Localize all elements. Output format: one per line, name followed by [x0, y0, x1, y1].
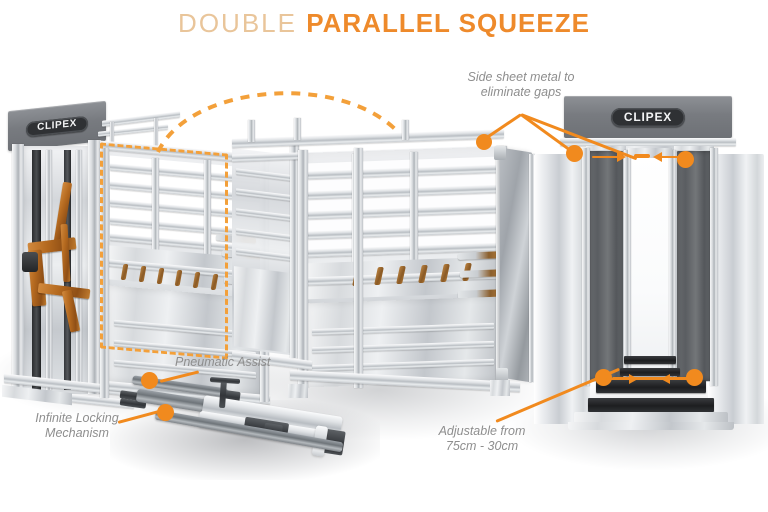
- callout-side-sheet-metal: Side sheet metal to eliminate gaps: [467, 70, 575, 99]
- left-panel-mullion-1: [152, 158, 159, 254]
- right-floor-step-2: [620, 368, 680, 376]
- callout-adjustable-range: Adjustable from 75cm - 30cm: [438, 424, 526, 453]
- center-side-gate: [298, 140, 507, 390]
- right-inner-channel: [626, 154, 674, 382]
- title-bold-part: PARALLEL SQUEEZE: [306, 8, 590, 38]
- callout-pneumatic-assist: Pneumatic Assist: [175, 355, 271, 369]
- left-gate-rib-2: [76, 150, 82, 390]
- center-rear-lower-sheet: [234, 266, 298, 354]
- right-floor-mat-front: [588, 398, 714, 412]
- center-gate-post-left: [298, 150, 308, 388]
- clipex-badge-right: CLIPEX: [611, 107, 685, 127]
- center-rear-post: [290, 140, 299, 358]
- right-channel-cap: [628, 148, 672, 158]
- right-header-underrail: [560, 138, 736, 146]
- center-top-post-2: [294, 118, 301, 140]
- left-frame-post-outer: [12, 144, 24, 396]
- left-canopy-strut: [110, 122, 114, 152]
- center-gate-mullion-2: [410, 152, 418, 264]
- center-open-door[interactable]: [500, 147, 532, 383]
- left-frame-post-inner: [88, 140, 101, 394]
- right-stile-outer-left: [582, 148, 590, 386]
- page-title: DOUBLE PARALLEL SQUEEZE: [0, 8, 768, 39]
- right-base-ramp: [568, 422, 734, 430]
- title-light-part: DOUBLE: [178, 8, 307, 38]
- left-lever-boss: [22, 252, 38, 272]
- right-crush-unit: CLIPEX: [530, 92, 768, 432]
- center-top-post-1: [248, 120, 255, 142]
- left-panel-hinge-post: [100, 148, 109, 398]
- right-inner-post-right: [669, 150, 676, 382]
- right-squeeze-panel-left[interactable]: [588, 150, 624, 382]
- center-door-hinge-top: [494, 146, 506, 160]
- right-brand-panel: CLIPEX: [564, 96, 732, 138]
- left-gate-rib-1: [46, 150, 52, 390]
- center-top-post-3: [402, 120, 409, 140]
- right-stile-outer-right: [710, 148, 718, 386]
- right-floor-step-1: [624, 356, 676, 364]
- right-floor-mat-main: [596, 380, 706, 393]
- center-gate-post-mid: [354, 148, 363, 388]
- center-base-foot-right: [490, 380, 510, 396]
- center-open-door-edge: [529, 154, 535, 382]
- right-inner-post-left: [624, 150, 631, 382]
- left-panel-mullion-2: [204, 160, 211, 258]
- callout-infinite-locking: Infinite Locking Mechanism: [35, 411, 119, 440]
- center-crush-unit: [232, 118, 535, 406]
- left-canopy-strut-2: [154, 118, 158, 152]
- right-squeeze-panel-right[interactable]: [676, 150, 712, 382]
- cylinder-mount-crossbar: [209, 376, 241, 385]
- pneumatic-cylinder-detail: [119, 368, 350, 470]
- center-base-foot-left: [288, 384, 308, 398]
- clipex-badge-left: CLIPEX: [26, 115, 88, 137]
